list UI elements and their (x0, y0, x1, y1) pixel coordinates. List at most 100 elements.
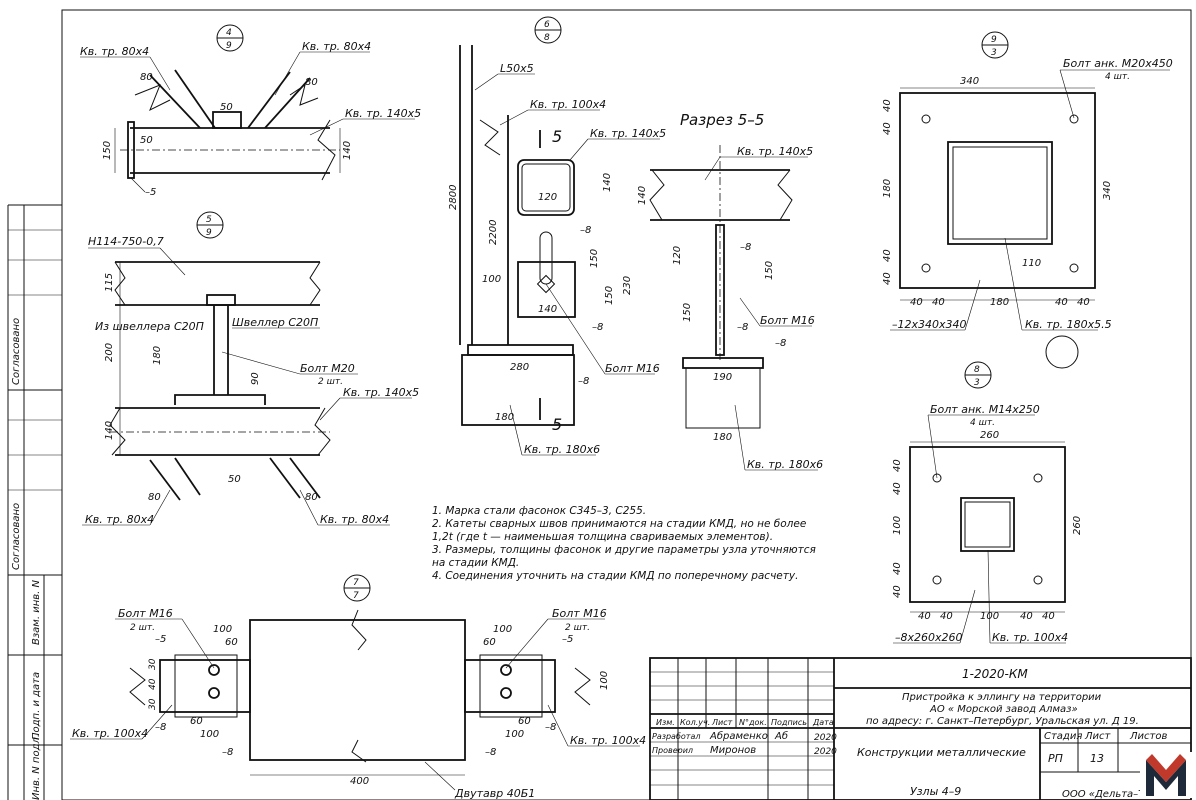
node-8-3-dim-40b: 40 (892, 482, 903, 495)
tb-sig-1: Аб (774, 730, 788, 742)
tb-sheets-label: Листов (1129, 731, 1167, 742)
tb-org: ООО «Дельта–Т» (1062, 789, 1150, 800)
tb-code: 1-2020-КМ (962, 667, 1028, 681)
node-6-8-dim-280: 280 (510, 362, 529, 373)
node-8-3-dim-260-top: 260 (980, 430, 999, 441)
node-4-9-callout-top: 4 (226, 28, 232, 38)
node-5-9-dim-80-left: 80 (148, 492, 161, 503)
note-line-3: 3. Размеры, толщины фасонок и другие пар… (432, 544, 816, 556)
node-7-7-dim-400: 400 (350, 776, 369, 787)
node-5-9-channel-from: Из швеллера С20П (95, 320, 204, 333)
node-7-7-bolt-right: Болт М16 (552, 607, 607, 620)
node-5-9-channel: Швеллер С20П (232, 316, 318, 329)
node-5-9-label-right: Кв. тр. 80х4 (320, 513, 389, 526)
section-5-5-bolt: Болт М16 (760, 314, 815, 327)
node-5-9-dim-200: 200 (104, 343, 115, 362)
node-9-3-bottom-dim-2: 180 (990, 297, 1009, 308)
note-line-2: 1,2t (где t — наименьшая толщина сварива… (432, 531, 773, 543)
node-4-9-dim-80-left: 80 (140, 72, 153, 83)
tb-stage: РП (1048, 752, 1063, 765)
node-7-7-left-d8b: –8 (222, 747, 233, 758)
node-4-9-dim-50-top: 50 (220, 102, 233, 113)
section-5-5-dim-8b: –8 (737, 322, 748, 333)
node-4-9-plate: –5 (145, 187, 156, 198)
node-7-7-left-d60b: 60 (190, 716, 203, 727)
section-5-5-tube-140: Кв. тр. 140х5 (737, 145, 813, 158)
node-5-9-bolt: Болт М20 (300, 362, 355, 375)
node-9-3-dim-40b: 40 (882, 122, 893, 135)
node-7-7-right-d100v: 100 (599, 671, 610, 690)
side-sign-date: Подп. и дата (31, 672, 42, 740)
node-6-8-tube-140: Кв. тр. 140х5 (590, 127, 666, 140)
side-approved-1: Согласовано (11, 318, 22, 385)
node-6-8-bolt: Болт М16 (605, 362, 660, 375)
node-6-8-dim-180: 180 (495, 412, 514, 423)
node-5-9-dim-140: 140 (104, 421, 115, 440)
node-6-8-section-top: 5 (552, 127, 562, 146)
node-5-9-label-left: Кв. тр. 80х4 (85, 513, 154, 526)
tb-project-1: Пристройка к эллингу на территории (902, 692, 1102, 703)
node-6-8-dim-8c: –8 (578, 376, 589, 387)
node-5-9-dim-115: 115 (104, 273, 115, 292)
node-7-7-left-d40: 40 (148, 678, 158, 690)
node-4-9: 4 9 Кв. тр. 80х4 Кв. тр. 80х4 Кв. тр. 14… (80, 24, 421, 198)
tb-header-3: N°док. (739, 718, 767, 727)
brand-logo (1140, 752, 1192, 798)
node-7-7-tube-right: Кв. тр. 100х4 (570, 734, 646, 747)
tb-name-1: Абраменко (709, 730, 768, 742)
node-7-7-bolt-left: Болт М16 (118, 607, 173, 620)
tb-date-1: 2020 (814, 733, 837, 743)
node-4-9-label-main: Кв. тр. 140х5 (345, 107, 421, 120)
node-6-8-section-bottom: 5 (552, 415, 562, 434)
node-6-8-dim-140b: 140 (538, 304, 557, 315)
section-5-5-dim-150b: 150 (682, 303, 693, 322)
tb-project-3: по адресу: г. Санкт–Петербург, Уральская… (866, 715, 1139, 727)
node-6-8-dim-120: 120 (538, 192, 557, 203)
node-9-3-dim-40c: 40 (882, 249, 893, 262)
node-7-7: 7 7 400 Двутавр 40Б1 Болт М16 2 шт. –5 1… (70, 574, 646, 800)
tb-header-2: Лист (711, 718, 733, 727)
tb-date-2: 2020 (814, 747, 837, 757)
node-9-3: 9 3 Болт анк. М20х450 4 шт. 340 340 40 4… (882, 31, 1173, 369)
node-5-9-callout-bottom: 9 (206, 228, 212, 238)
tb-sheet: 13 (1090, 752, 1104, 765)
node-8-3-anchor: Болт анк. М14х250 (930, 403, 1040, 416)
node-6-8-callout-bottom: 8 (544, 33, 550, 43)
node-6-8-callout-top: 6 (544, 20, 550, 30)
node-8-3-plate: –8х260х260 (895, 631, 963, 644)
tb-header-0: Изм. (656, 718, 675, 727)
tb-project-2: АО « Морской завод Алмаз» (929, 704, 1078, 715)
node-6-8: 6 8 L50х5 Кв. тр. 100х4 Кв. тр. 140х5 5 … (448, 16, 666, 456)
tb-drawing: Узлы 4–9 (910, 785, 961, 798)
node-8-3: 8 3 Болт анк. М14х250 4 шт. 260 260 40 4… (892, 361, 1083, 644)
note-line-0: 1. Марка стали фасонок С345–3, С255. (432, 505, 646, 517)
node-7-7-right-d60: 60 (483, 637, 496, 648)
node-5-9-dim-80-right: 80 (305, 492, 318, 503)
node-6-8-dim-2800: 2800 (448, 185, 459, 210)
node-8-3-dim-100v: 100 (892, 516, 903, 535)
node-7-7-left-d100b: 100 (200, 729, 219, 740)
node-9-3-callout-bottom: 3 (991, 48, 997, 58)
node-9-3-dim-340-top: 340 (960, 76, 979, 87)
tb-role-1: Разработал (652, 732, 700, 741)
node-6-8-dim-140: 140 (602, 173, 613, 192)
node-5-9-dim-50: 50 (228, 474, 241, 485)
node-6-8-tube-100: Кв. тр. 100х4 (530, 98, 606, 111)
node-8-3-dim-40a: 40 (892, 459, 903, 472)
node-8-3-anchor-qty: 4 шт. (970, 418, 995, 428)
section-5-5-dim-8a: –8 (740, 242, 751, 253)
node-4-9-dim-50-left: 50 (140, 135, 153, 146)
tb-role-2: Проверил (652, 746, 693, 755)
node-8-3-bottom-dim-4: 40 (1042, 611, 1055, 622)
node-6-8-dim-150b: 150 (604, 286, 615, 305)
section-5-5-dim-150: 150 (764, 261, 775, 280)
node-7-7-right-d8b: –8 (485, 747, 496, 758)
node-7-7-left-d30b: 30 (148, 698, 158, 710)
node-5-9: 5 9 Н114-750-0,7 Из швеллера С20П Швелле… (82, 211, 419, 526)
tb-header-4: Подпись (771, 718, 807, 727)
node-7-7-left-d8a: –8 (155, 722, 166, 733)
note-line-1: 2. Катеты сварных швов принимаются на ст… (432, 518, 806, 530)
side-stamp: Согласовано Согласовано Взам. инв. N Под… (7, 204, 62, 800)
node-6-8-dim-2200: 2200 (488, 220, 499, 245)
node-9-3-dim-40a: 40 (882, 99, 893, 112)
